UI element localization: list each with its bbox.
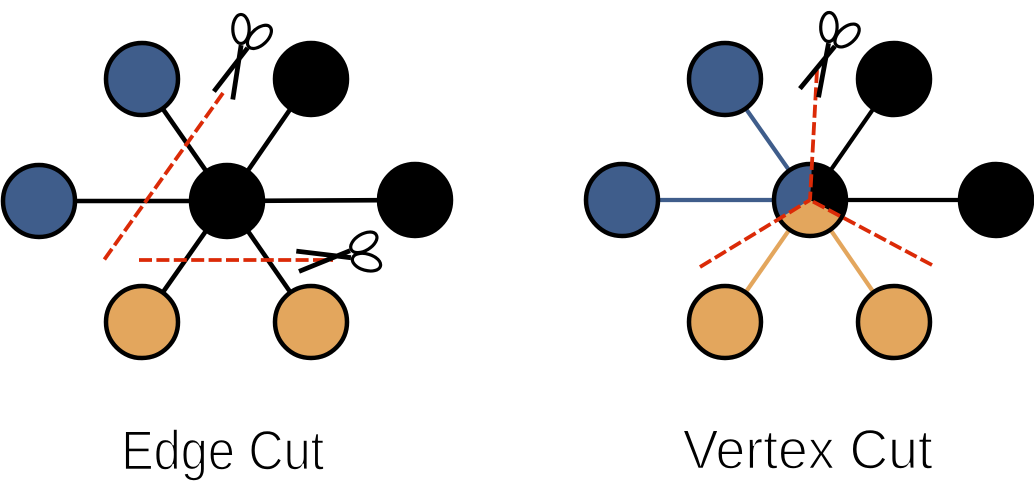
svg-text:Edge Cut: Edge Cut (121, 418, 324, 481)
svg-text:Vertex Cut: Vertex Cut (683, 419, 934, 481)
